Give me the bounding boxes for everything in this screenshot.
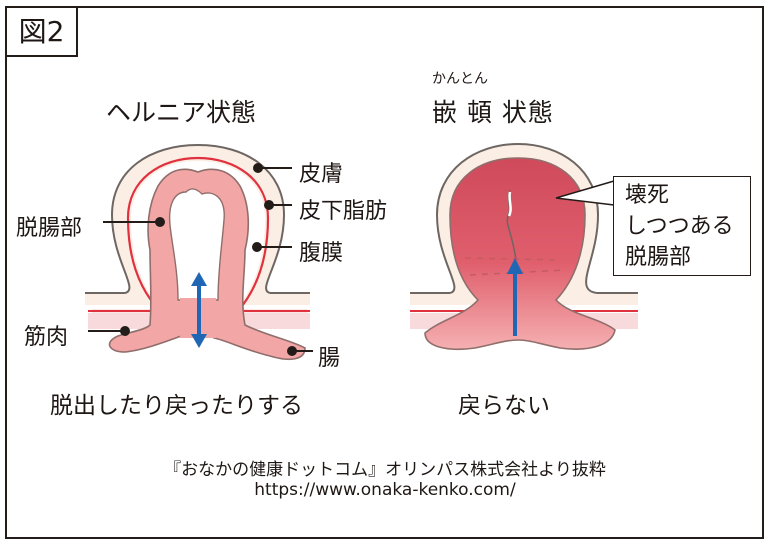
figure-label: 図2 (5, 6, 78, 57)
label-peritoneum: 腹膜 (299, 241, 344, 266)
label-intestine: 腸 (318, 346, 341, 371)
right-caption: 戻らない (458, 393, 550, 419)
necrosis-callout: 壊死 しつつある 脱腸部 (613, 176, 751, 276)
callout-line-3: 脱腸部 (625, 245, 692, 270)
label-skin: 皮膚 (299, 162, 344, 187)
callout-line-1: 壊死 (625, 183, 670, 208)
label-subcutaneous-fat: 皮下脂肪 (299, 199, 388, 224)
right-panel-ruby: かんとん (432, 71, 488, 87)
hernia-illustration (85, 143, 313, 361)
label-prolapsed-part: 脱腸部 (16, 216, 83, 241)
right-panel-title: 嵌 頓 状態 (432, 98, 554, 127)
left-caption: 脱出したり戻ったりする (50, 393, 303, 419)
label-muscle: 筋肉 (24, 325, 69, 350)
callout-line-2: しつつある (625, 214, 734, 239)
source-credit: 『おなかの健康ドットコム』オリンパス株式会社より抜粋 (164, 460, 606, 480)
left-panel-title: ヘルニア状態 (106, 98, 257, 127)
figure-frame (5, 6, 764, 539)
source-url: https://www.onaka-kenko.com/ (254, 480, 516, 500)
incarceration-illustration (410, 142, 638, 351)
